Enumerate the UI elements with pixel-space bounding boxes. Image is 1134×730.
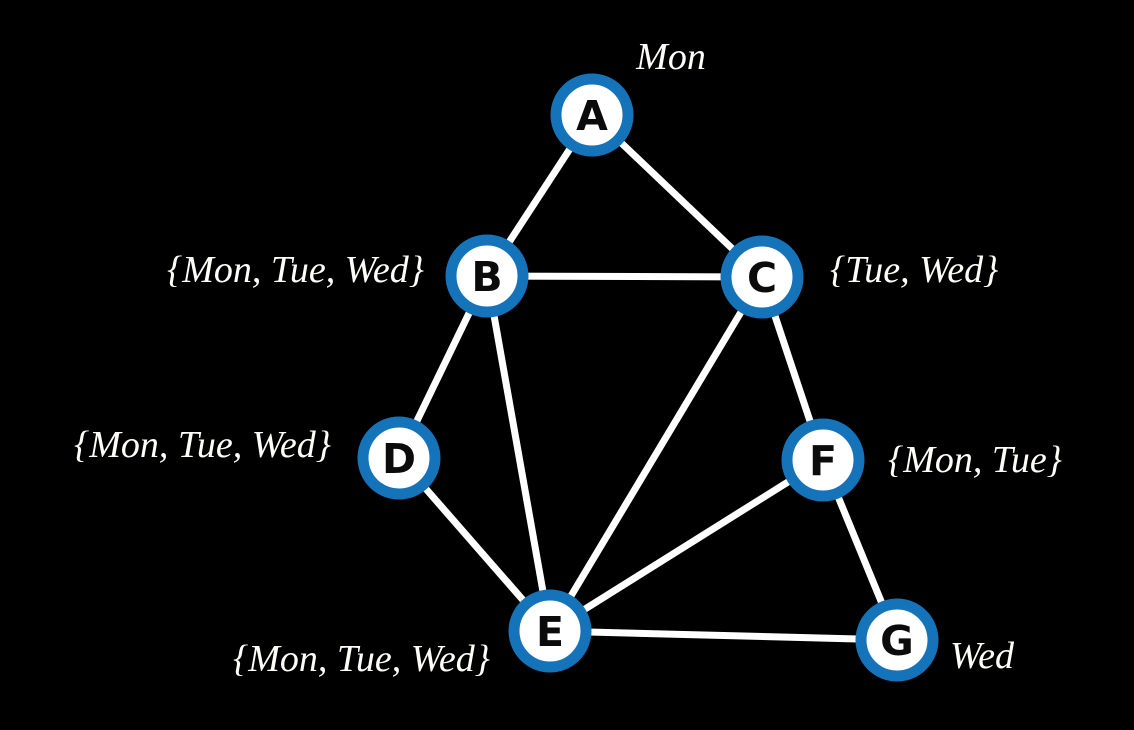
node-D-domain-label: {Mon, Tue, Wed} — [74, 424, 331, 466]
edge-B-C — [483, 272, 766, 281]
node-E: E — [508, 589, 592, 673]
edge-E-G — [546, 627, 901, 644]
node-G-letter: G — [880, 617, 914, 665]
node-C: C — [720, 235, 804, 319]
node-B-domain-label: {Mon, Tue, Wed} — [167, 249, 424, 291]
node-A-domain-label: Mon — [635, 36, 706, 78]
node-A: A — [550, 73, 634, 157]
node-A-circle — [550, 73, 634, 157]
node-A-letter: A — [576, 92, 608, 140]
node-E-letter: E — [536, 608, 564, 656]
node-F-domain-label: {Mon, Tue} — [888, 439, 1062, 481]
node-B-circle — [445, 234, 529, 318]
node-G-circle — [855, 598, 939, 682]
node-E-circle — [508, 589, 592, 673]
node-C-letter: C — [747, 254, 777, 302]
node-F-circle — [781, 418, 865, 502]
edge-B-E — [483, 272, 554, 635]
node-B: B — [445, 234, 529, 318]
node-C-circle — [720, 235, 804, 319]
node-B-letter: B — [471, 253, 502, 301]
node-F: F — [781, 418, 865, 502]
node-D: D — [357, 416, 441, 500]
node-D-circle — [357, 416, 441, 500]
node-G: G — [855, 598, 939, 682]
node-D-letter: D — [382, 435, 416, 483]
node-G-domain-label: Wed — [950, 635, 1015, 677]
edge-C-E — [546, 273, 766, 635]
node-C-domain-label: {Tue, Wed} — [830, 249, 998, 291]
node-E-domain-label: {Mon, Tue, Wed} — [233, 638, 490, 680]
edge-E-F — [546, 456, 827, 635]
node-F-letter: F — [809, 437, 837, 485]
